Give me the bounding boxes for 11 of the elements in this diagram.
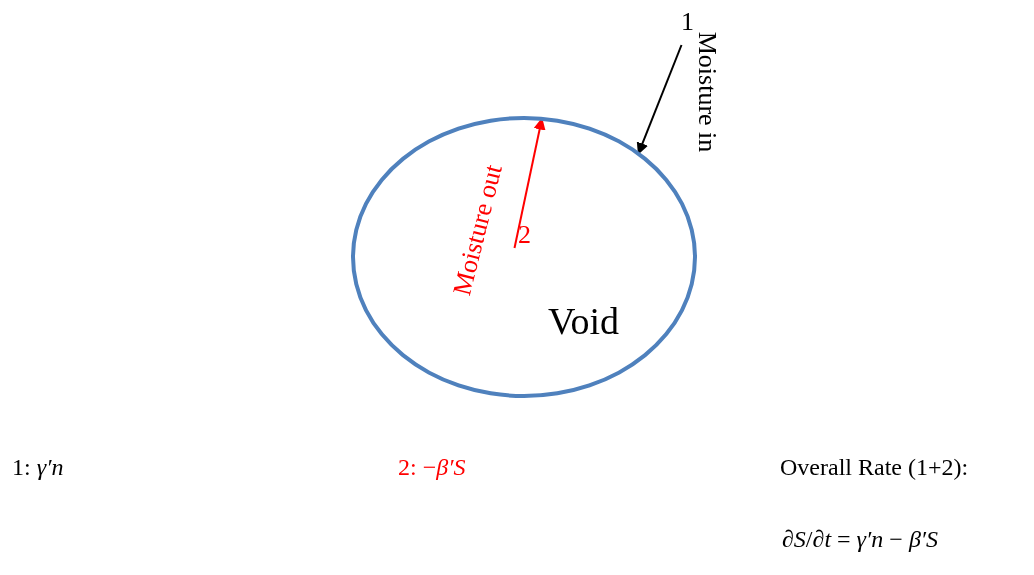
step-number: 1 (681, 9, 694, 35)
edge-label: Moisture out (449, 162, 507, 298)
overall-rate-heading: Overall Rate (1+2): (780, 455, 969, 479)
void-label: Void (548, 302, 620, 340)
rate-equation: ∂S/∂t = γ′n − β′S (782, 527, 939, 551)
void-ellipse (351, 116, 697, 398)
rate-term: 1: γ′n (12, 455, 64, 479)
step-number: 2 (518, 222, 531, 248)
arrow (636, 44, 683, 155)
rate-term: 2: −β′S (398, 455, 466, 479)
edge-label: Moisture in (694, 31, 720, 153)
